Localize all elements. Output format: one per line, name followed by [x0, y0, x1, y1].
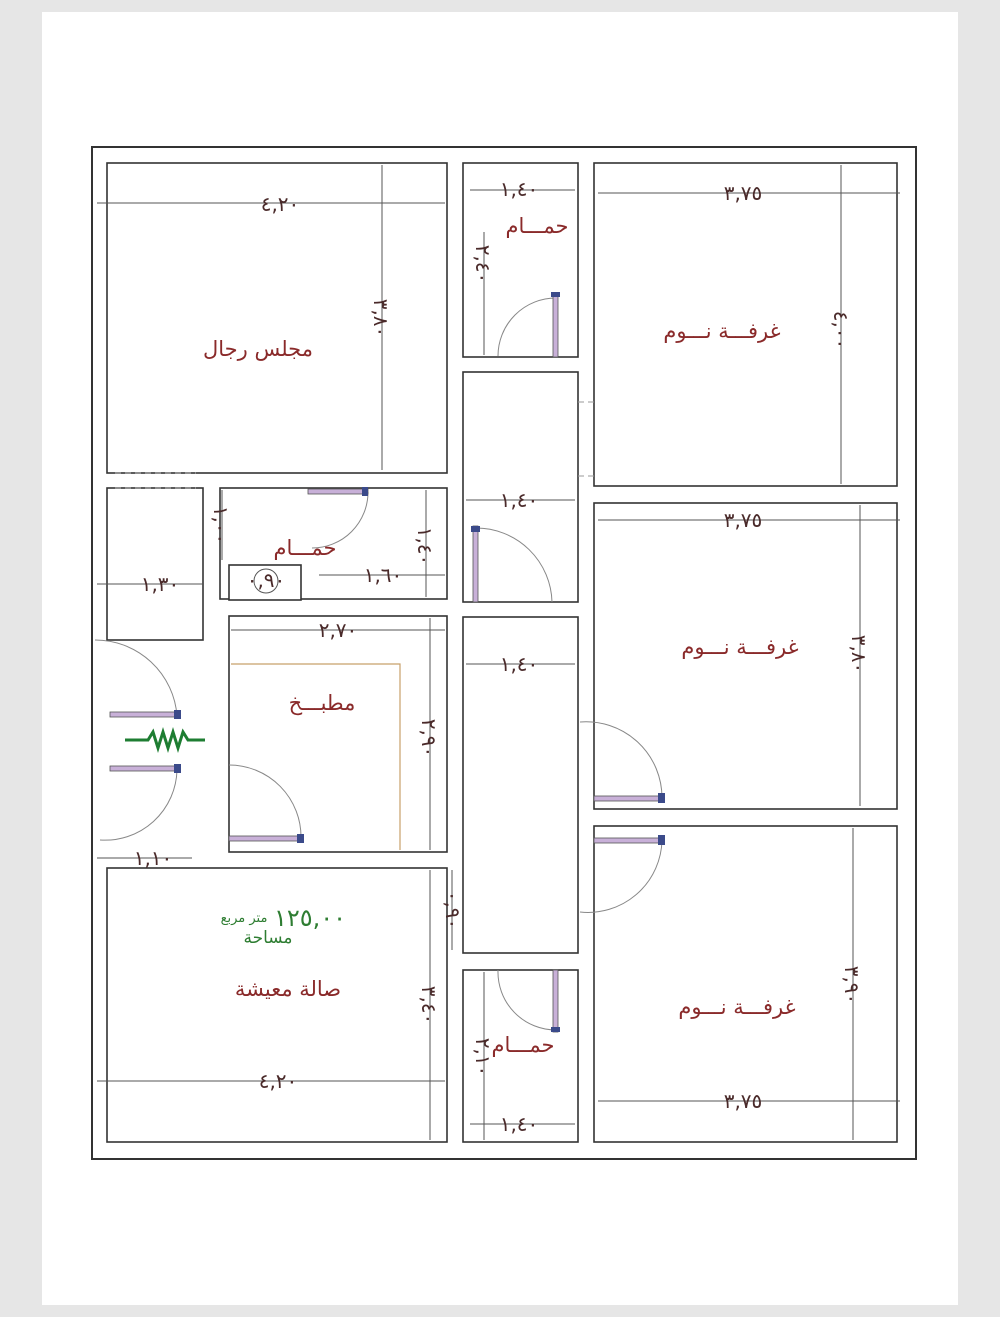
dim-bedroom-3-w: ٣,٧٥ — [724, 1089, 763, 1113]
bedroom-2-room — [593, 502, 898, 810]
bath-top-label: حمـــام — [506, 214, 569, 238]
bedroom-2-label: غرفـــة نـــوم — [681, 635, 798, 659]
dim-entry-bottom-w: ١,١٠ — [134, 846, 173, 870]
dim-bath-mid-h: ١,٠٠ — [209, 506, 233, 545]
bedroom-3-door[interactable] — [579, 835, 665, 913]
dim-bath-bottom-w: ١,٤٠ — [500, 1112, 539, 1136]
living-room — [106, 867, 448, 1143]
bath-mid-label: حمـــام — [274, 536, 337, 560]
dim-corridor-gap: ٠,٩٠ — [441, 891, 465, 930]
dim-bath-top-w: ١,٤٠ — [500, 177, 539, 201]
dim-duct: ٠,٩٠ — [247, 568, 286, 592]
area-unit: متر مربع — [221, 911, 268, 926]
dim-bedroom-2-w: ٣,٧٥ — [724, 508, 763, 532]
dim-majlis-h: ٣,٨٠ — [369, 299, 393, 338]
dim-bath-mid-h2: ١,٤٠ — [413, 527, 437, 566]
kitchen-room — [228, 615, 448, 853]
dim-corridor-lower-w: ١,٤٠ — [500, 652, 539, 676]
bath-bottom-door[interactable] — [497, 969, 560, 1033]
dim-bath-mid-w: ١,٦٠ — [364, 563, 403, 587]
duct-box — [228, 564, 302, 601]
corridor-lower — [462, 616, 579, 954]
dim-majlis-w: ٤,٢٠ — [261, 192, 300, 216]
area-label: مساحة — [243, 928, 292, 948]
bedroom-1-room — [593, 162, 898, 487]
dim-living-h: ٣,٤٠ — [417, 986, 441, 1025]
dim-bath-top-h: ٢,٤٠ — [471, 245, 495, 284]
bedroom-3-label: غرفـــة نـــوم — [678, 995, 795, 1019]
electric-meter-icon — [125, 726, 205, 754]
dim-kitchen-w: ٢,٧٠ — [319, 618, 358, 642]
kitchen-counter — [231, 663, 401, 850]
dim-entry-w: ١,٣٠ — [141, 572, 180, 596]
dim-bath-bottom-h: ٢,١٠ — [471, 1038, 495, 1077]
dim-corridor-upper-w: ١,٤٠ — [500, 488, 539, 512]
bedroom-2-door[interactable] — [579, 721, 665, 803]
bath-top-room — [462, 162, 579, 358]
dim-kitchen-h: ٢,٩٠ — [417, 719, 441, 758]
majlis-room — [106, 162, 448, 474]
dimension-lines — [97, 165, 900, 1140]
main-entrance-door-top[interactable] — [94, 639, 181, 719]
living-label: صالة معيشة — [235, 977, 341, 1001]
bedroom-1-label: غرفـــة نـــوم — [663, 319, 780, 343]
kitchen-label: مطبـــخ — [289, 691, 356, 715]
bedroom-3-room — [593, 825, 898, 1143]
dim-bedroom-1-h: ٤,٠٠ — [829, 311, 853, 350]
majlis-label: مجلس رجال — [203, 337, 313, 361]
duct-circle — [253, 568, 279, 594]
dim-bedroom-3-h: ٣,٩٠ — [840, 966, 864, 1005]
bath-bottom-room — [462, 969, 579, 1143]
bath-top-door[interactable] — [497, 292, 560, 358]
dim-bedroom-1-w: ٣,٧٥ — [724, 181, 763, 205]
bath-mid-door[interactable] — [307, 487, 369, 549]
dim-living-w: ٤,٢٠ — [259, 1069, 298, 1093]
dim-bedroom-2-h: ٣,٨٠ — [847, 635, 871, 674]
main-entrance-door-bottom[interactable] — [99, 764, 181, 841]
kitchen-door[interactable] — [228, 764, 304, 843]
corridor-door[interactable] — [471, 525, 553, 603]
entry-hall — [106, 487, 204, 641]
corridor-upper — [462, 371, 579, 603]
bath-bottom-label: حمـــام — [492, 1033, 555, 1057]
area-value: ١٢٥,٠٠ — [274, 904, 346, 932]
